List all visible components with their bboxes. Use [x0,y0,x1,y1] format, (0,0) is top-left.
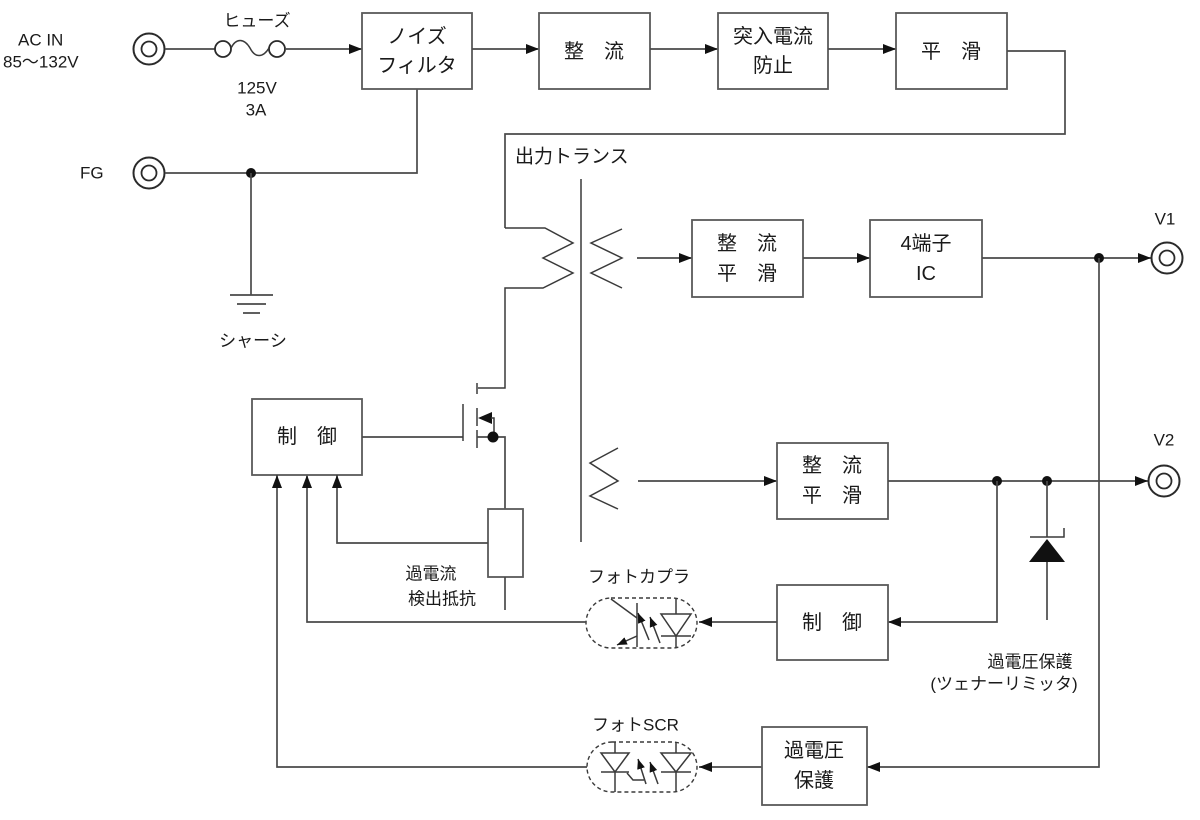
v2-label: V2 [1154,431,1175,450]
fg-label: FG [80,164,104,183]
noise-filter-label-line2: フィルタ [377,54,457,77]
block-inrush-prevention: 突入電流 防止 [717,12,829,90]
scr-led-triangle [659,752,693,774]
mosfet-source-lead [477,436,506,509]
wire-v2-to-control2 [888,481,998,627]
wire-v1-to-ovp [867,258,1100,772]
wire-scr-to-control1 [272,475,587,768]
sense-resistor-label-line1: 過電流 [406,565,457,584]
transformer-secondary1-winding [589,228,624,289]
ac-in-label-line1: AC IN [18,31,63,50]
scr-light-arrow-1 [637,758,647,785]
chassis-ground-icon [230,294,273,314]
zener-note-line1: 過電圧保護 [988,653,1073,672]
photocoupler-label: フォトカプラ [588,568,690,587]
phototransistor-emitter [616,635,638,646]
v1-terminal [1150,241,1184,275]
ic-label-line2: IC [916,263,936,285]
block-4pin-ic: 4端子 IC [869,219,983,298]
chassis-label: シャーシ [219,332,287,351]
v2-terminal [1147,464,1181,498]
mosfet-body-lead [491,417,495,437]
wire-sense-to-control1 [332,475,488,544]
junction-dot-source [487,431,499,443]
zener-note-line2: (ツェナーリミッタ) [930,675,1077,694]
ic-label-line1: 4端子 [900,232,951,255]
block-rect-smooth-v2: 整 流 平 滑 [776,442,889,520]
block-control-secondary: 制 御 [776,584,889,661]
wire-photocoupler-to-control1 [302,475,586,623]
smoothing-label: 平 滑 [921,40,981,63]
block-noise-filter: ノイズ フィルタ [361,12,473,90]
ovp-label-line2: 保護 [794,769,834,792]
block-control-primary: 制 御 [251,398,363,476]
light-arrow-1 [637,612,650,641]
control2-label: 制 御 [802,611,862,634]
fuse-label: ヒューズ [223,12,290,31]
ac-in-terminal [132,32,166,66]
transformer-primary-winding [478,227,575,389]
transformer-secondary2-winding [588,447,620,510]
control1-label: 制 御 [277,425,337,448]
photo-scr-label: フォトSCR [592,716,679,735]
ovp-label-line1: 過電圧 [784,739,844,762]
sense-resistor-label-line2: 検出抵抗 [408,590,476,609]
fg-terminal [132,156,166,190]
led-triangle [659,613,693,638]
rectsmooth1-label-line1: 整 流 [717,232,777,255]
block-rectifier: 整 流 [538,12,651,90]
wire-fg-to-noise-filter [165,89,418,174]
inrush-label-line2: 防止 [753,54,793,77]
fuse-rating-voltage: 125V [237,79,277,98]
fuse-symbol [214,39,286,58]
v1-label: V1 [1155,210,1176,229]
output-transformer-symbol [478,179,624,542]
rectifier-label: 整 流 [564,40,624,63]
block-smoothing: 平 滑 [895,12,1008,90]
block-ovp: 過電圧 保護 [761,726,868,806]
ac-in-label-line2: 85〜132V [3,53,79,72]
rectsmooth2-label-line2: 平 滑 [802,484,862,507]
scr-gate-hook [626,772,644,781]
rectsmooth2-label-line1: 整 流 [802,454,862,477]
photo-scr-symbol [586,741,698,793]
fuse-rating-current: 3A [246,101,267,120]
noise-filter-label-line1: ノイズ [387,25,446,48]
mosfet-symbol [462,383,506,509]
mosfet-body-arrow [478,412,492,424]
sense-resistor-symbol [487,508,524,610]
scr-triangle [599,752,631,774]
scr-light-arrow-2 [649,761,659,785]
transformer-label: 出力トランス [515,146,629,168]
phototransistor-collector [610,598,638,619]
inrush-label-line1: 突入電流 [733,25,813,48]
photocoupler-symbol [585,597,698,649]
rectsmooth1-label-line2: 平 滑 [717,262,777,285]
light-arrow-2 [649,616,661,644]
wire-smoothing-to-transformer [504,50,1066,228]
block-rect-smooth-v1: 整 流 平 滑 [691,219,804,298]
zener-diode-symbol [1029,481,1065,620]
